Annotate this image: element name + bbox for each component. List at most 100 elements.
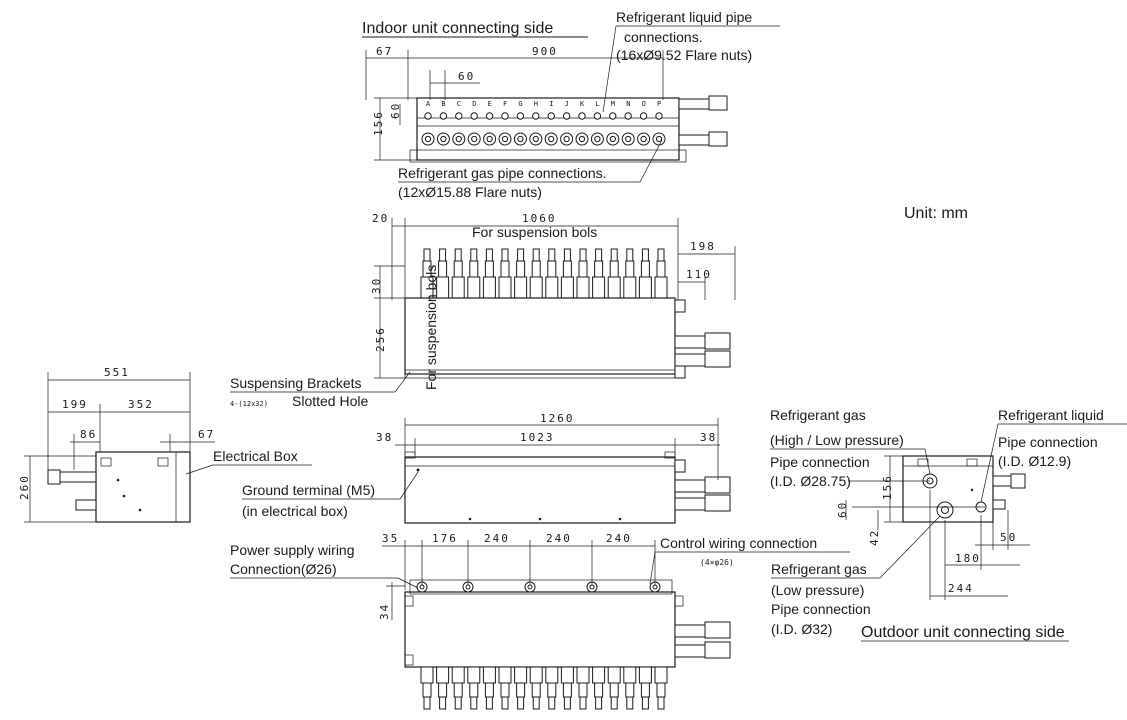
- branch-flare: [454, 248, 462, 262]
- callout-gas-line1: Refrigerant gas pipe connections.: [398, 165, 607, 181]
- branch-nut: [640, 682, 650, 698]
- port-letter: H: [534, 100, 538, 108]
- branch-nut: [640, 260, 650, 278]
- dim-top-width: 900: [532, 45, 558, 58]
- liquid-port: [655, 112, 663, 120]
- branch-flare: [454, 696, 462, 710]
- callout-brackets-line2: Slotted Hole: [292, 393, 368, 409]
- branch-body: [482, 666, 496, 684]
- branch-body: [638, 666, 652, 684]
- wiring-holes: [416, 581, 661, 593]
- dim-front-top: 30: [370, 277, 383, 294]
- branch-flare: [626, 696, 634, 710]
- gas-port-inner: [640, 135, 647, 143]
- branch-flare: [423, 696, 431, 710]
- callout-liquid-line1: Refrigerant liquid pipe: [616, 9, 752, 25]
- branch-nut: [500, 260, 510, 278]
- branch-body: [545, 666, 559, 684]
- branch-nut: [594, 260, 604, 278]
- gas-port-inner: [455, 135, 462, 143]
- port-letter: D: [472, 100, 476, 108]
- dim-side-offset-right: 67: [198, 428, 215, 441]
- port-letter: J: [565, 100, 569, 108]
- callout-gas-hl-line3: Pipe connection: [770, 454, 870, 470]
- branch-flare: [439, 248, 447, 262]
- callout-liquid-r-line3: (I.D. Ø12.9): [998, 453, 1071, 469]
- gas-port-inner: [548, 135, 555, 143]
- branch-nut: [484, 682, 494, 698]
- branch-flare: [548, 248, 556, 262]
- callout-gas-hl-line4: (I.D. Ø28.75): [770, 473, 851, 489]
- gas-port-row: [421, 132, 666, 146]
- front-view: 20 1060 For suspension bols 198 110 30 2…: [230, 212, 736, 409]
- branch-nut: [609, 260, 619, 278]
- port-letter: I: [549, 100, 553, 108]
- branch-flare: [548, 696, 556, 710]
- gas-port-inner: [655, 135, 663, 143]
- gas-port-inner: [440, 135, 447, 143]
- callout-control-line1: Control wiring connection: [660, 535, 817, 551]
- branch-nut: [578, 682, 588, 698]
- branch-nut: [562, 260, 572, 278]
- branch-nut: [516, 682, 526, 698]
- label-suspension-vertical: For suspension bols: [423, 265, 439, 390]
- gas-port-inner: [563, 135, 570, 143]
- port-letter: K: [580, 100, 585, 108]
- liquid-port: [624, 112, 632, 120]
- port-letter: G: [518, 100, 522, 108]
- branch-pipes-top: [420, 248, 668, 299]
- branch-flare: [423, 248, 431, 262]
- dim-side-overall: 551: [104, 366, 130, 379]
- branch-body: [623, 276, 637, 299]
- dim-bottom-inner: 1023: [520, 431, 555, 444]
- branch-flare: [532, 696, 540, 710]
- gas-port-inner: [471, 135, 478, 143]
- branch-body: [529, 666, 543, 684]
- dim-right-height: 156: [881, 474, 894, 500]
- branch-body: [560, 666, 574, 684]
- branch-body: [592, 666, 606, 684]
- dim-right-244: 244: [948, 582, 974, 595]
- branch-nut: [547, 260, 557, 278]
- gas-port-inner: [625, 135, 632, 143]
- dim-front-right-outer: 198: [690, 240, 716, 253]
- branch-body: [545, 276, 559, 299]
- callout-gas-hl-line2: (High / Low pressure): [770, 432, 904, 448]
- branch-flare: [657, 696, 665, 710]
- branch-flare: [485, 696, 493, 710]
- callout-liquid-r-line1: Refrigerant liquid: [998, 407, 1104, 423]
- branch-flare: [485, 248, 493, 262]
- callout-ground-line2: (in electrical box): [242, 503, 348, 519]
- branch-nut: [469, 260, 479, 278]
- branch-nut: [453, 260, 463, 278]
- wiring-hole-inner: [589, 584, 595, 590]
- label-suspension-bolts: For suspension bols: [472, 224, 597, 240]
- branch-flare: [563, 248, 571, 262]
- callout-gas-low-line1: Refrigerant gas: [771, 561, 867, 577]
- branch-nut: [625, 682, 635, 698]
- callout-brackets-line1: Suspensing Brackets: [230, 375, 362, 391]
- gas-port-inner: [594, 135, 601, 143]
- branch-body: [654, 276, 668, 299]
- dim-wiring-left: 35: [382, 532, 399, 545]
- port-letter: E: [488, 100, 492, 108]
- port-letter: L: [595, 100, 599, 108]
- branch-body: [592, 276, 606, 299]
- liquid-port: [578, 112, 586, 120]
- port-letter: P: [657, 100, 661, 108]
- callout-gas-low-line3: Pipe connection: [771, 601, 871, 617]
- branch-nut: [516, 260, 526, 278]
- branch-flare: [439, 696, 447, 710]
- dim-side-offset-left: 86: [80, 428, 97, 441]
- branch-flare: [517, 248, 525, 262]
- wiring-hole-inner: [419, 584, 425, 590]
- bottom-front-view: 1260 38 1023 38 Ground terminal (M5) (in…: [242, 412, 731, 524]
- branch-flare: [579, 248, 587, 262]
- branch-flare: [610, 248, 618, 262]
- branch-nut: [547, 682, 557, 698]
- branch-body: [623, 666, 637, 684]
- dim-front-width: 1060: [522, 212, 557, 225]
